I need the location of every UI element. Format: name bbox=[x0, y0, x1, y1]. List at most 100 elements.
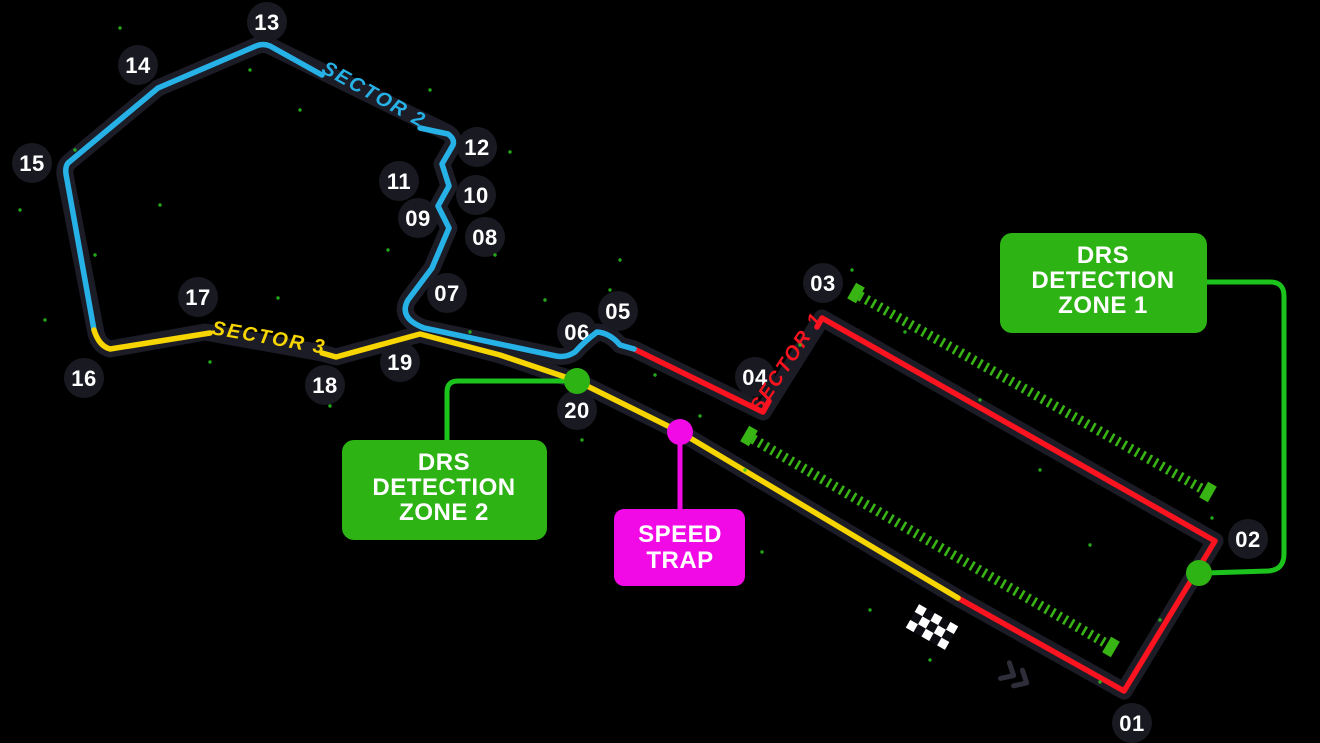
drs-zone-1-hatch bbox=[857, 291, 1207, 495]
sector-1-line-b bbox=[631, 346, 772, 415]
hatch-end-cap bbox=[740, 425, 758, 447]
flag-cell bbox=[910, 612, 923, 625]
speed-trap-dot bbox=[667, 419, 693, 445]
flag-cell bbox=[938, 617, 951, 630]
turn-bubble bbox=[803, 263, 843, 303]
speed-trap-line-1: SPEED bbox=[638, 521, 722, 548]
turn-bubble bbox=[598, 291, 638, 331]
speck-dot bbox=[1038, 468, 1042, 472]
flag-cell bbox=[921, 628, 934, 641]
sector-2-line-b bbox=[63, 41, 325, 333]
turn-number-label: 12 bbox=[464, 135, 489, 160]
turn-number-label: 11 bbox=[387, 169, 411, 194]
drs-zone-2-connector-line bbox=[444, 378, 573, 444]
speck-dot bbox=[158, 203, 162, 207]
turn-number-label: 18 bbox=[312, 373, 337, 398]
drs-zone-2-line-2: DETECTION bbox=[372, 474, 515, 501]
drs-zone-1-line-2: DETECTION bbox=[1031, 267, 1174, 294]
drs-zone-1-line-1: DRS bbox=[1077, 242, 1129, 269]
speck-dot bbox=[698, 414, 702, 418]
sector-2-line bbox=[402, 125, 637, 360]
turn-bubble bbox=[398, 198, 438, 238]
speck-dot bbox=[618, 258, 622, 262]
drs-zone-2-line-1: DRS bbox=[418, 449, 470, 476]
hatch-end-cap bbox=[847, 282, 865, 304]
green-specks bbox=[18, 26, 1214, 684]
speck-dot bbox=[1210, 516, 1214, 520]
turn-marker-07: 07 bbox=[427, 273, 467, 313]
flag-cell bbox=[925, 620, 939, 634]
start-finish-checkered-flag bbox=[905, 604, 959, 650]
turn-marker-02: 02 bbox=[1228, 519, 1268, 559]
speck-dot bbox=[1088, 543, 1092, 547]
speck-dot bbox=[978, 398, 982, 402]
speck-dot bbox=[543, 298, 547, 302]
speck-dot bbox=[1158, 618, 1162, 622]
turn-number-label: 05 bbox=[605, 299, 630, 324]
turn-bubble bbox=[379, 161, 419, 201]
turn-marker-04: 04 bbox=[735, 357, 775, 397]
drs-detection-zone-2-callout: DRS DETECTION ZONE 2 bbox=[342, 440, 547, 540]
speck-dot bbox=[608, 288, 612, 292]
speck-dot bbox=[1098, 680, 1102, 684]
sector-3-label: SECTOR 3 bbox=[210, 317, 328, 359]
turn-number-label: 19 bbox=[387, 350, 412, 375]
turn-marker-18: 18 bbox=[305, 365, 345, 405]
speck-dot bbox=[428, 88, 432, 92]
turn-marker-09: 09 bbox=[398, 198, 438, 238]
turn-number-label: 09 bbox=[405, 206, 430, 231]
turn-bubble bbox=[456, 175, 496, 215]
turn-bubble bbox=[735, 357, 775, 397]
sector-3-line bbox=[91, 327, 213, 352]
sector-1-line bbox=[814, 315, 1218, 694]
turn-marker-15: 15 bbox=[12, 143, 52, 183]
turn-number-label: 13 bbox=[254, 10, 279, 35]
drs-detection-point-1-dot bbox=[1186, 560, 1212, 586]
turn-marker-11: 11 bbox=[379, 161, 419, 201]
drs-zone-2-line-3: ZONE 2 bbox=[399, 499, 489, 526]
turn-marker-12: 12 bbox=[457, 127, 497, 167]
speck-dot bbox=[73, 148, 77, 152]
flag-cell bbox=[933, 625, 946, 638]
speck-dot bbox=[43, 318, 47, 322]
drs-detection-point-2-dot bbox=[564, 368, 590, 394]
track-base bbox=[56, 36, 1224, 700]
turn-marker-17: 17 bbox=[178, 277, 218, 317]
drs-zone-2-box bbox=[342, 440, 547, 540]
flag-cell bbox=[905, 619, 919, 633]
turn-number-label: 03 bbox=[810, 271, 835, 296]
turn-marker-19: 19 bbox=[380, 342, 420, 382]
flag-cell bbox=[918, 616, 931, 629]
turn-number-label: 08 bbox=[472, 225, 497, 250]
flag-cell bbox=[929, 633, 942, 646]
speed-trap-box bbox=[614, 509, 745, 586]
turn-number-label: 16 bbox=[71, 366, 96, 391]
speck-dot bbox=[580, 438, 584, 442]
turn-number-label: 17 bbox=[185, 285, 210, 310]
sector-2-label: SECTOR 2 bbox=[318, 57, 430, 132]
speck-dot bbox=[386, 248, 390, 252]
turn-number-label: 15 bbox=[19, 151, 44, 176]
turn-bubble bbox=[557, 390, 597, 430]
turn-bubble bbox=[12, 143, 52, 183]
speck-dot bbox=[118, 26, 122, 30]
speck-dot bbox=[468, 330, 472, 334]
turn-marker-05: 05 bbox=[598, 291, 638, 331]
speck-dot bbox=[328, 404, 332, 408]
direction-chevrons-icon bbox=[998, 660, 1030, 689]
turn-marker-10: 10 bbox=[456, 175, 496, 215]
speck-dot bbox=[493, 253, 497, 257]
turn-number-label: 07 bbox=[434, 281, 459, 306]
speck-dot bbox=[93, 253, 97, 257]
turn-bubble bbox=[1112, 703, 1152, 743]
turn-number-label: 10 bbox=[463, 183, 488, 208]
speck-dot bbox=[248, 68, 252, 72]
speck-dot bbox=[18, 208, 22, 212]
turn-marker-13: 13 bbox=[247, 2, 287, 42]
speck-dot bbox=[298, 108, 302, 112]
flag-cell bbox=[914, 604, 927, 617]
drs-zone-1-box bbox=[1000, 233, 1207, 333]
turn-bubble bbox=[465, 217, 505, 257]
speed-trap-callout: SPEED TRAP bbox=[614, 509, 745, 586]
